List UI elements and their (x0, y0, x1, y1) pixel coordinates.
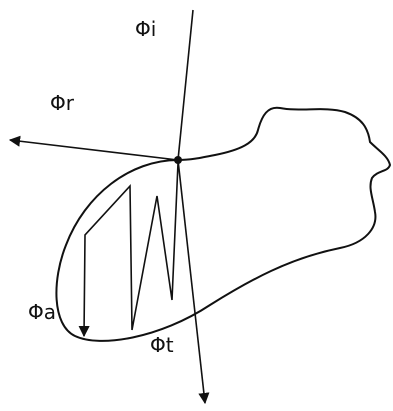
label-reflected-flux: Φr (50, 91, 75, 115)
body-outline (55, 106, 392, 342)
reflected-ray (8, 135, 179, 161)
incident-ray (177, 9, 194, 161)
label-absorbed-flux: Φa (28, 300, 56, 324)
transmitted-ray (177, 159, 210, 405)
incidence-point (174, 156, 182, 164)
label-incident-flux: Φi (135, 17, 156, 41)
label-transmitted-flux: Φt (150, 333, 174, 357)
internal-reflection-path (78, 162, 179, 338)
